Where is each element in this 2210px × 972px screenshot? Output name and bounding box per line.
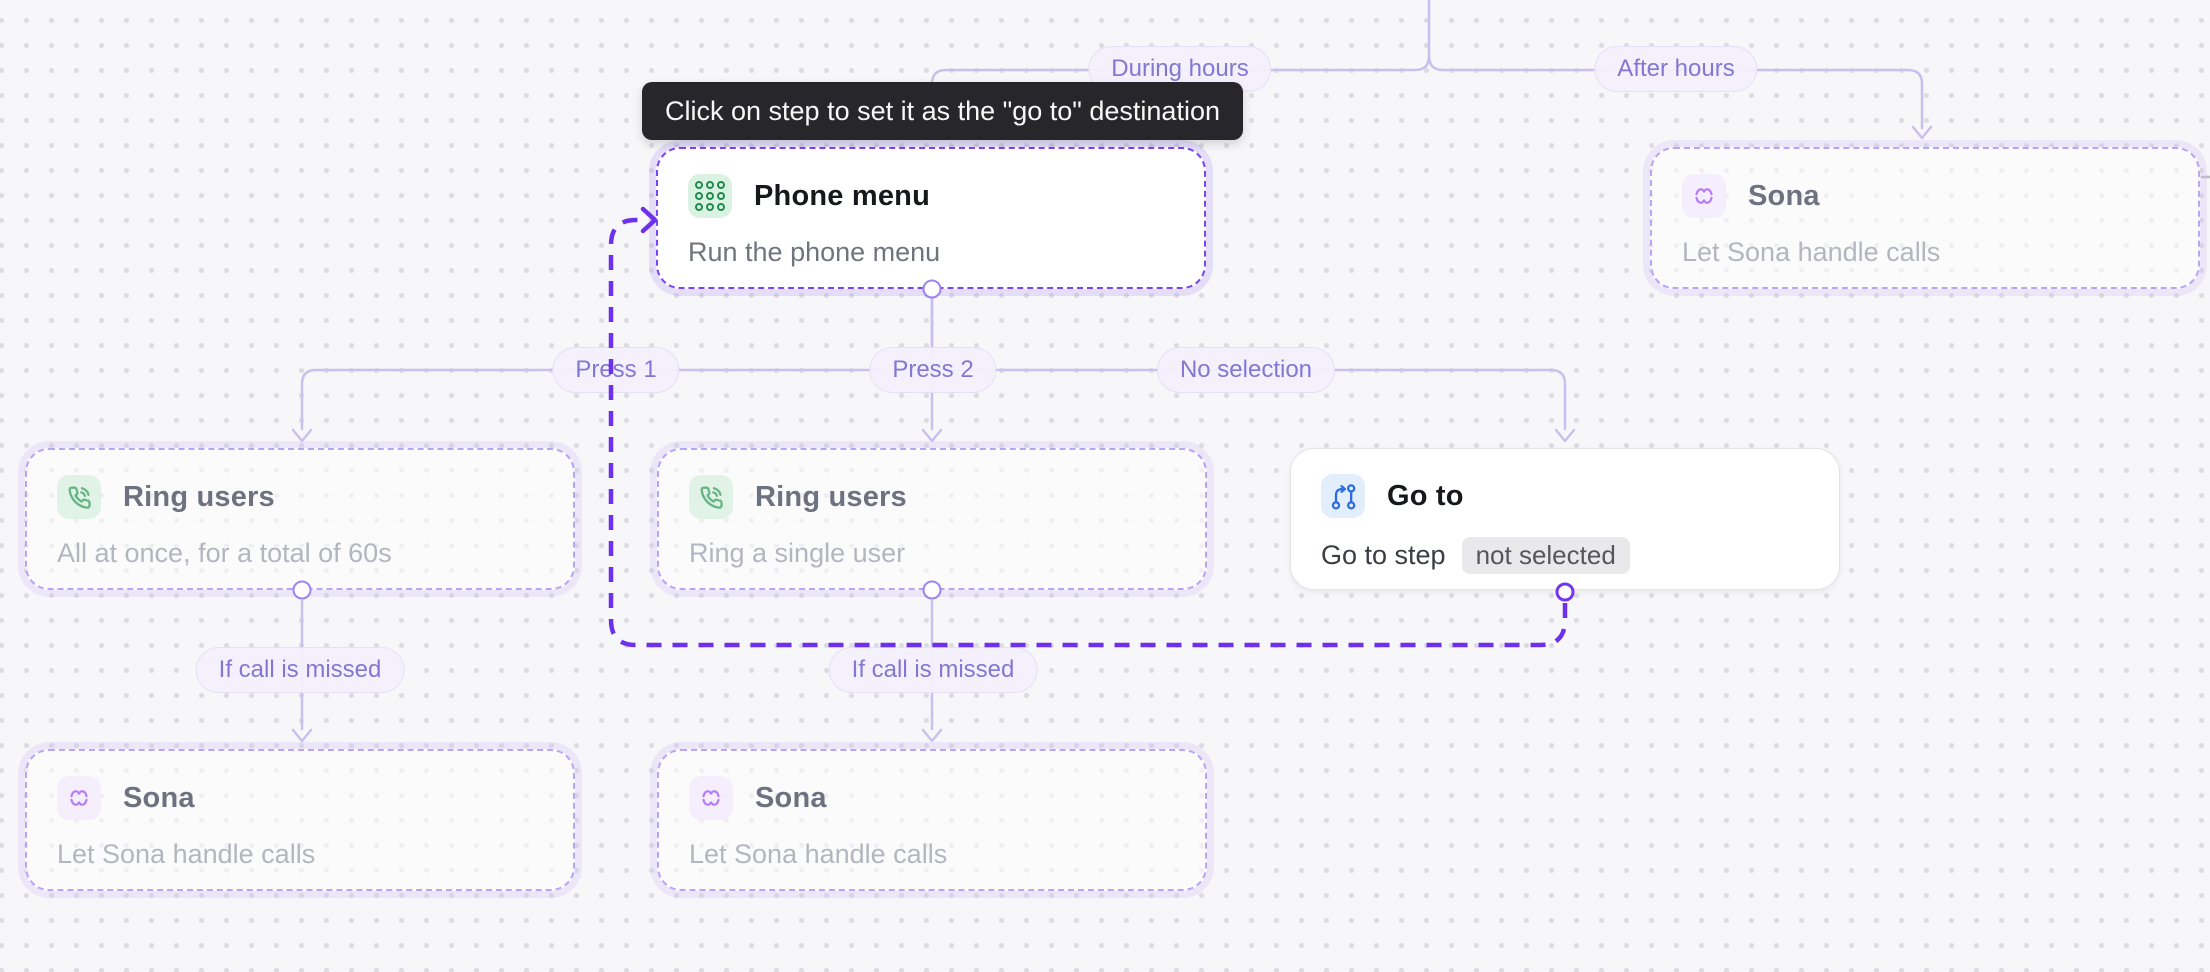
edge-missed-mid-arrow-icon: [921, 728, 943, 743]
node-ring-users-all[interactable]: Ring users All at once, for a total of 6…: [25, 448, 575, 590]
phone-ring-icon: [57, 475, 101, 519]
edge-label-if-call-missed-mid: If call is missed: [828, 647, 1038, 693]
node-subtitle: Go to step not selected: [1321, 537, 1809, 574]
node-sona-after-hours[interactable]: Sona Let Sona handle calls: [1650, 147, 2200, 289]
edge-after-hours-arrow-icon: [1911, 125, 1933, 140]
node-subtitle: Ring a single user: [689, 538, 906, 568]
node-sona-missed-left[interactable]: Sona Let Sona handle calls: [25, 749, 575, 891]
node-title: Sona: [755, 781, 827, 814]
node-header: Ring users: [57, 475, 543, 519]
node-phone-menu[interactable]: Phone menu Run the phone menu: [656, 147, 1206, 289]
handle-ring-users-all-bottom[interactable]: [292, 580, 312, 600]
sona-icon: [57, 776, 101, 820]
edge-no-selection-arrow-icon: [1554, 428, 1576, 443]
edge-missed-left-arrow-icon: [291, 728, 313, 743]
go-to-edge-arrow-icon: [640, 206, 658, 234]
node-header: Ring users: [689, 475, 1175, 519]
node-title: Sona: [1748, 179, 1820, 212]
edge-label-after-hours: After hours: [1594, 46, 1758, 92]
node-subtitle: Let Sona handle calls: [689, 839, 948, 869]
node-header: Go to: [1321, 474, 1809, 518]
edge-label-if-call-missed-left: If call is missed: [195, 647, 405, 693]
edge-label-press-2: Press 2: [869, 347, 997, 393]
edge-label-no-selection: No selection: [1156, 347, 1336, 393]
go-to-target-chip[interactable]: not selected: [1461, 537, 1630, 574]
phone-ring-icon: [689, 475, 733, 519]
handle-go-to-bottom[interactable]: [1555, 582, 1575, 602]
handle-phone-menu-bottom[interactable]: [922, 279, 942, 299]
node-header: Sona: [57, 776, 543, 820]
node-header: Phone menu: [688, 174, 1174, 218]
node-go-to[interactable]: Go to Go to step not selected: [1290, 448, 1840, 590]
edge-label-press-1: Press 1: [552, 347, 680, 393]
node-title: Ring users: [123, 480, 275, 513]
go-to-hint-tooltip: Click on step to set it as the "go to" d…: [642, 82, 1243, 140]
route-icon: [1321, 474, 1365, 518]
node-title: Phone menu: [754, 179, 931, 212]
sona-icon: [1682, 174, 1726, 218]
sona-icon: [689, 776, 733, 820]
node-subtitle: All at once, for a total of 60s: [57, 538, 392, 568]
node-ring-users-single[interactable]: Ring users Ring a single user: [657, 448, 1207, 590]
node-subtitle: Let Sona handle calls: [57, 839, 316, 869]
dialpad-icon: [688, 174, 732, 218]
node-title: Sona: [123, 781, 195, 814]
node-title: Ring users: [755, 480, 907, 513]
node-header: Sona: [689, 776, 1175, 820]
node-title: Go to: [1387, 479, 1464, 512]
go-to-step-label: Go to step: [1321, 540, 1446, 570]
node-sona-missed-mid[interactable]: Sona Let Sona handle calls: [657, 749, 1207, 891]
edge-label-during-hours: During hours: [1088, 46, 1272, 92]
node-subtitle: Run the phone menu: [688, 237, 941, 267]
node-header: Sona: [1682, 174, 2168, 218]
handle-ring-users-single-bottom[interactable]: [922, 580, 942, 600]
node-subtitle: Let Sona handle calls: [1682, 237, 1941, 267]
edge-press-2-arrow-icon: [921, 428, 943, 443]
edge-press-1-arrow-icon: [291, 428, 313, 443]
